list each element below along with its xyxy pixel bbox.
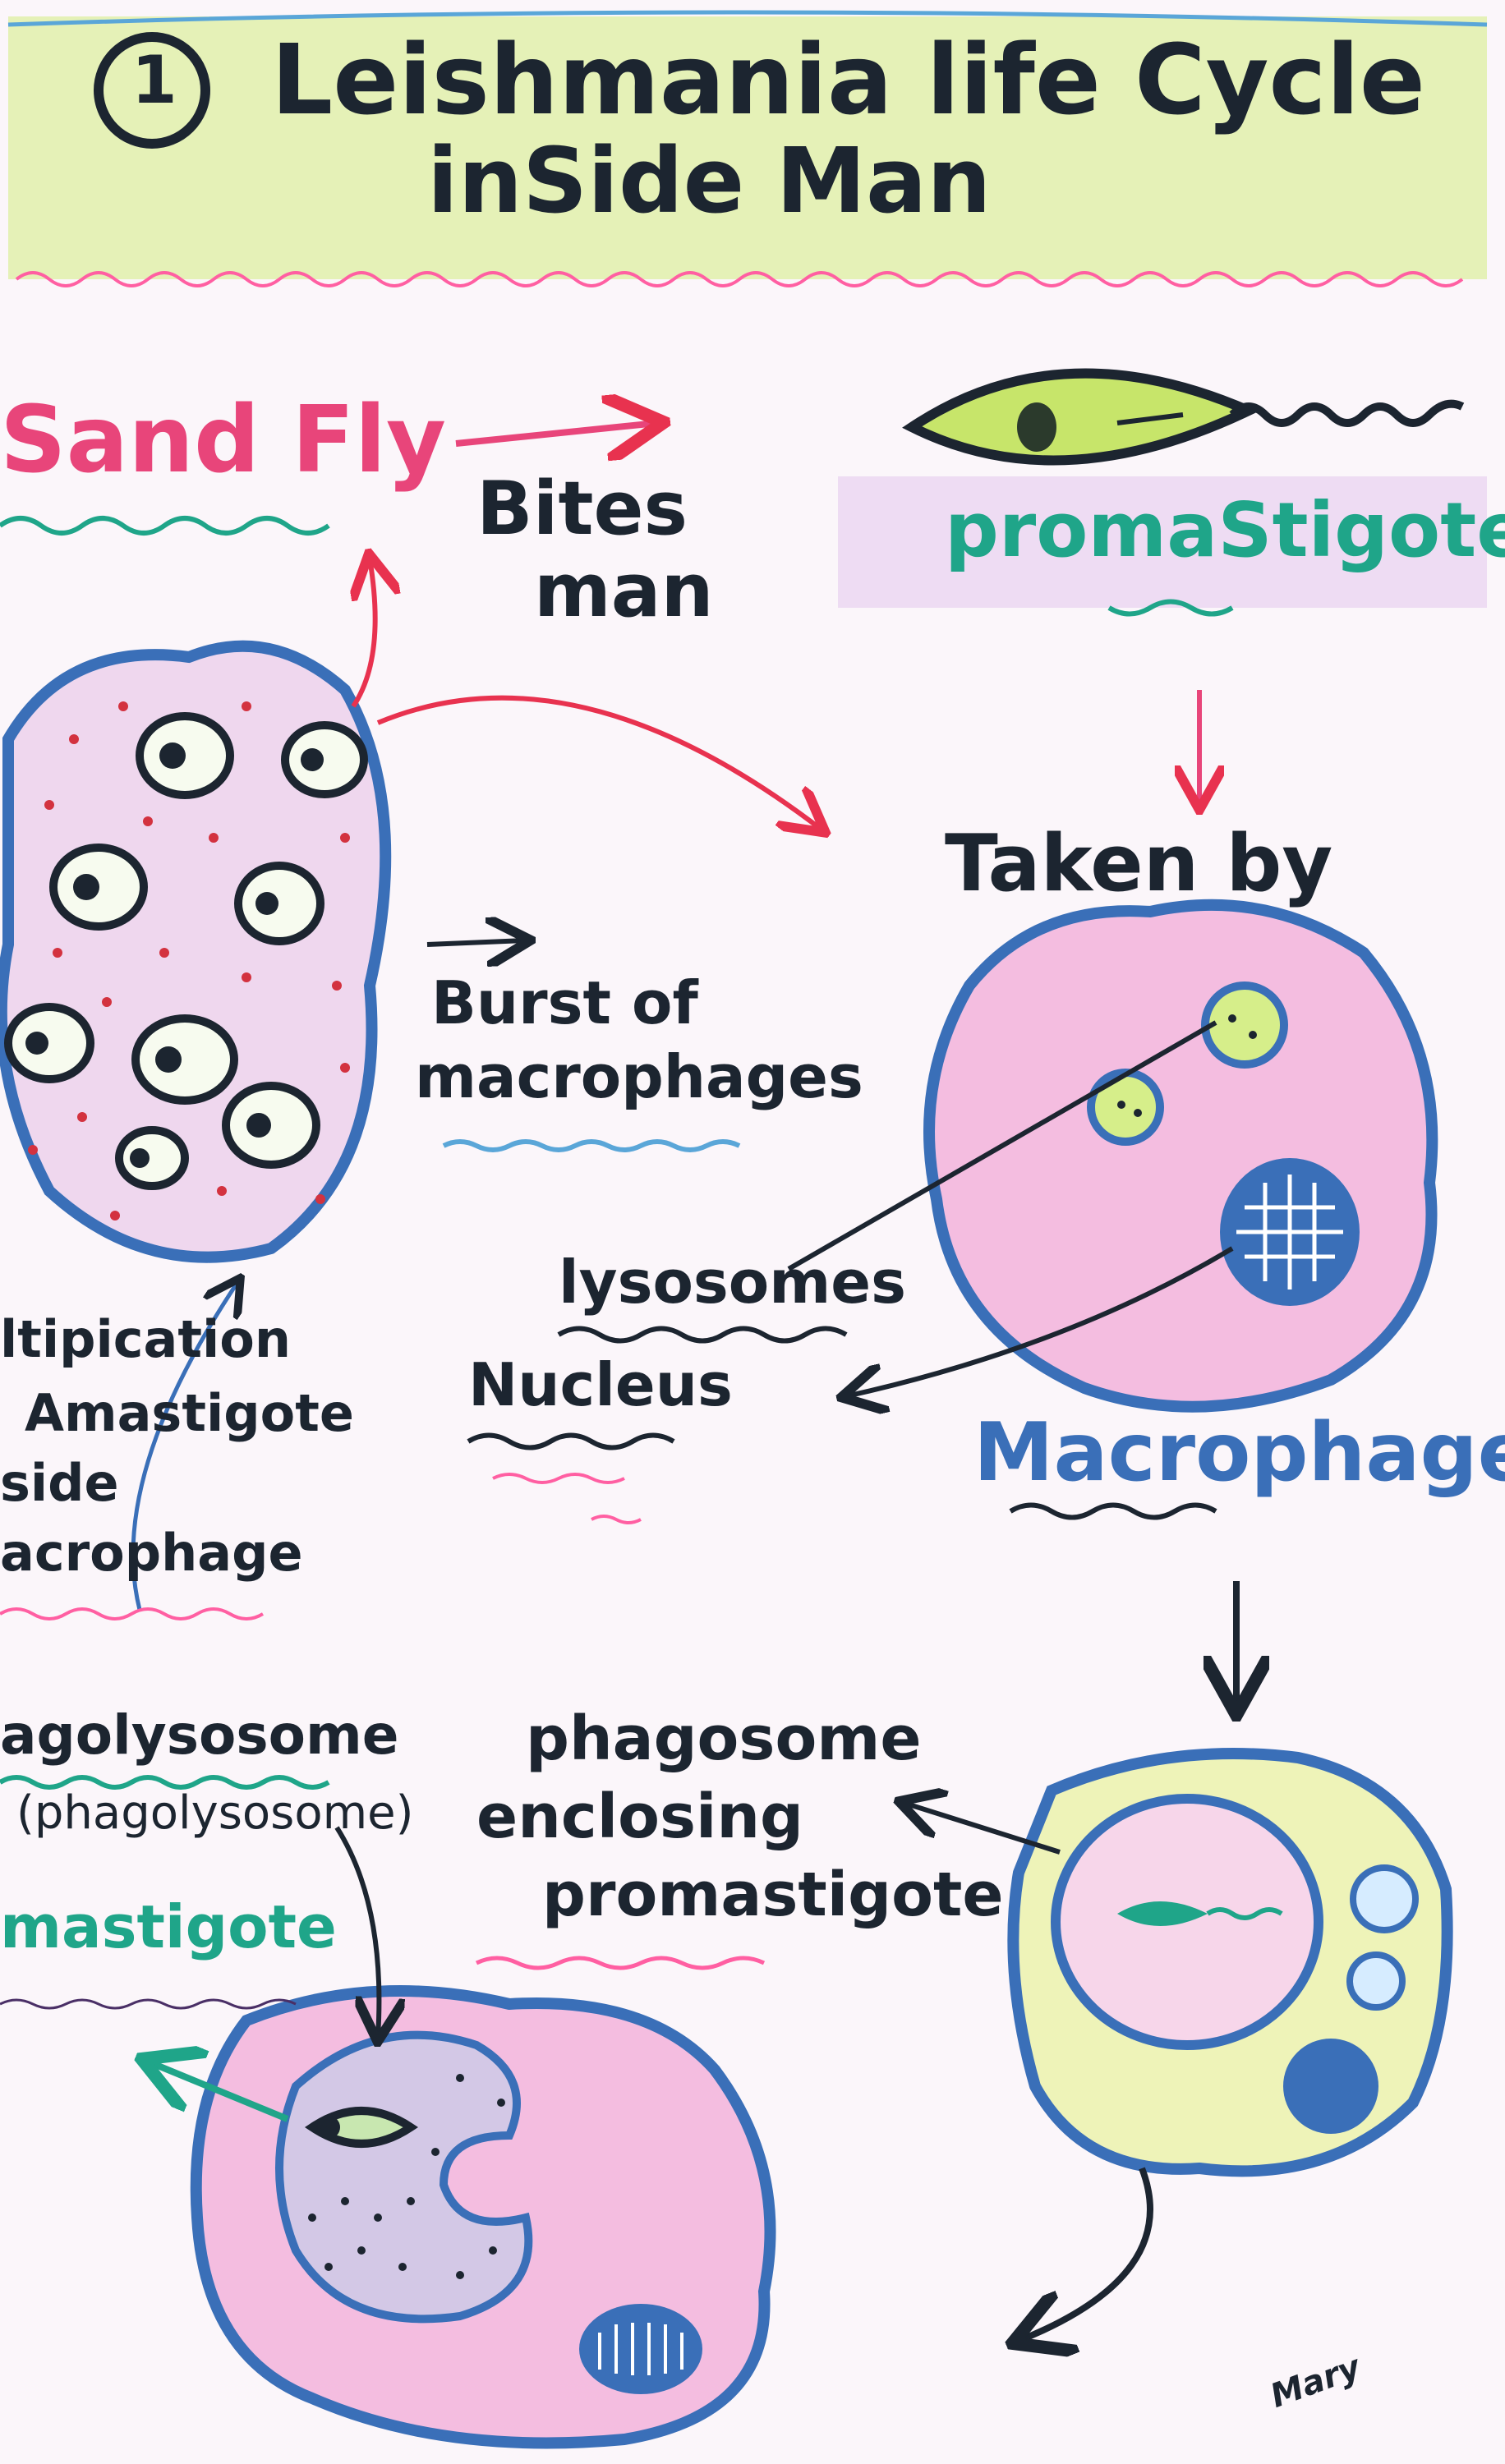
- phagolysosome-label: agolysosome: [0, 1703, 399, 1767]
- nucleus-underline: [467, 1432, 675, 1450]
- phagolysosome-pointer: [334, 1826, 379, 2037]
- multiplication-up-arrow: [131, 1281, 238, 1611]
- nucleus-label: Nucleus: [468, 1350, 733, 1419]
- phagosome-underline: [475, 1956, 766, 1970]
- multiplication-line1: ltipication: [0, 1309, 291, 1369]
- sandfly-to-bites-arrow: [455, 423, 657, 444]
- phagosome-to-phagolysosome-arrow: [1019, 2167, 1153, 2341]
- macrophage-underline: [1009, 1502, 1217, 1520]
- phagosome-line1: phagosome: [526, 1703, 922, 1774]
- phagosome-line3: promastigote: [542, 1859, 1004, 1930]
- phagosome-line2: enclosing: [476, 1781, 804, 1852]
- macrophage-label: Macrophage: [973, 1406, 1505, 1500]
- title-line2: inSide Man: [427, 128, 992, 233]
- burst-label-line2: macrophages: [415, 1042, 863, 1111]
- title-line1: Leishmania life Cycle: [271, 23, 1425, 136]
- taken-by-label: Taken by: [945, 819, 1333, 909]
- lysosome-pointer: [787, 1020, 1217, 1271]
- burst-underline: [442, 1139, 741, 1152]
- multiplication-line4: acrophage: [0, 1523, 303, 1583]
- title-number: 1: [131, 42, 177, 118]
- pink-squiggle-1: [492, 1473, 625, 1484]
- multiplication-underline: [0, 1607, 265, 1620]
- phagolysosome-paren-label: (phagolysosome): [16, 1786, 414, 1840]
- burst-label-line1: Burst of: [431, 968, 698, 1037]
- promastigote-drawing: [838, 368, 1487, 617]
- title-band: [7, 10, 1488, 287]
- burst-to-macrophage-arrow: [376, 695, 822, 830]
- phagolysosome-underline: [0, 1775, 330, 1790]
- amastigote-release-arrow: [148, 2062, 289, 2122]
- bites-label-line2: man: [534, 548, 714, 634]
- number-circle: [94, 32, 210, 149]
- nucleus-pointer: [846, 1246, 1234, 1396]
- burst-macrophage-cell: [0, 640, 392, 1263]
- bites-label-line1: Bites: [476, 466, 688, 552]
- burst-to-sandfly-arrow: [353, 559, 375, 708]
- phagolysosome-cell: [190, 1985, 776, 2449]
- phagosome-cell: [1007, 1748, 1453, 2177]
- multiplication-line2: Amastigote: [25, 1383, 354, 1443]
- multiplication-line3: side: [0, 1453, 119, 1513]
- pink-squiggle-2: [591, 1515, 642, 1524]
- macrophage-cell: [923, 899, 1438, 1413]
- amastigote-underline: [0, 1998, 297, 2010]
- sandfly-label: Sand Fly: [0, 387, 447, 494]
- lysosomes-underline: [557, 1326, 848, 1344]
- burst-small-arrow: [426, 940, 526, 945]
- sandfly-underline: [0, 516, 330, 536]
- lysosomes-label: lysosomes: [559, 1248, 906, 1317]
- amastigote-label: mastigote: [0, 1892, 337, 1961]
- phagosome-pointer: [904, 1803, 1061, 1855]
- promastigote-label: promaStigote: [945, 486, 1505, 574]
